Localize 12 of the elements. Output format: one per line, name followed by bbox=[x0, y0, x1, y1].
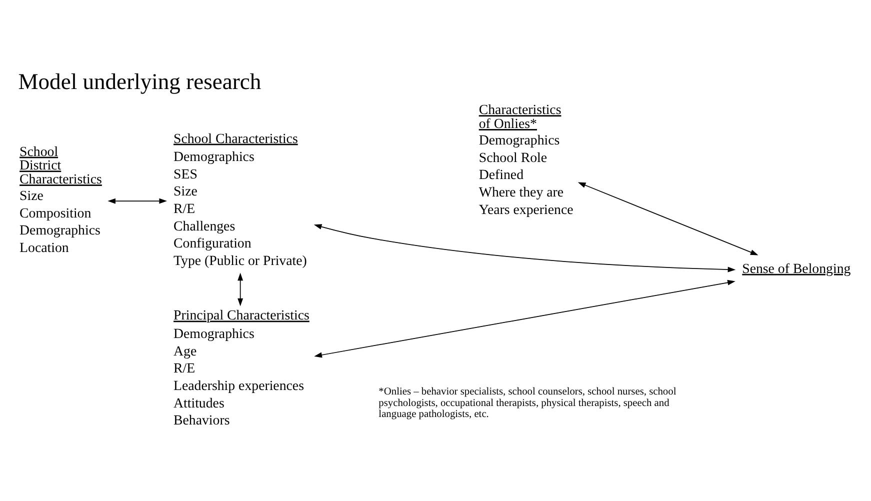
node-text: Characteristics of Onlies* Demographics School Role Defined Where they are Years experience bbox=[478, 103, 574, 218]
label: *Onlies – behavior specialists, school counselors, school nurses, school psychologists, occupational therapists, physical therapists, speech and language pathologists, etc. bbox=[378, 386, 676, 420]
arrow bbox=[108, 198, 167, 204]
node-text: Principal Characteristics Demographics Age R/E Leadership experiences Attitudes Behaviors bbox=[174, 308, 310, 429]
node-text: School District Characteristics Size Composition Demographics Location bbox=[20, 144, 102, 256]
arrow bbox=[238, 272, 244, 306]
arrow bbox=[314, 280, 736, 358]
arrow bbox=[314, 224, 736, 272]
node-text: School Characteristics Demographics SES Size R/E Challenges Configuration Type (Public or Private) bbox=[174, 132, 307, 270]
diagram-title: Model underlying research bbox=[18, 68, 262, 94]
node-text: Sense of Belonging bbox=[742, 262, 851, 277]
arrow bbox=[578, 182, 758, 256]
